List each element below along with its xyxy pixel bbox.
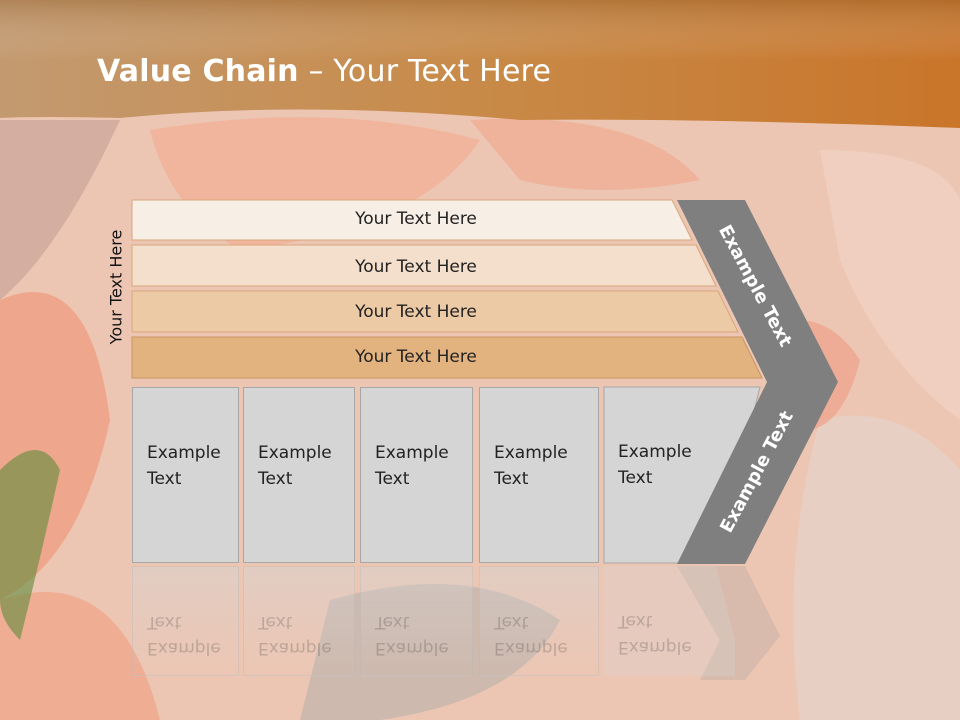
margin-chevron-reflection xyxy=(677,566,780,680)
margin-chevron[interactable] xyxy=(677,200,838,564)
page-title: Value Chain – Your Text Here xyxy=(97,54,551,89)
title-bold: Value Chain xyxy=(97,54,299,89)
support-bar-1[interactable] xyxy=(131,199,693,241)
support-bar-4-label: Your Text Here xyxy=(355,347,477,367)
support-bar-2-label: Your Text Here xyxy=(355,257,477,277)
vertical-label: Your Text Here xyxy=(106,229,126,345)
support-bar-2[interactable] xyxy=(131,244,717,287)
support-bar-1-label: Your Text Here xyxy=(355,209,477,229)
primary-box-5-reflection xyxy=(604,566,735,676)
support-bar-3-label: Your Text Here xyxy=(355,302,477,322)
support-bar-3[interactable] xyxy=(131,290,739,333)
support-bar-4[interactable] xyxy=(131,336,763,379)
title-rest: – Your Text Here xyxy=(298,54,552,89)
